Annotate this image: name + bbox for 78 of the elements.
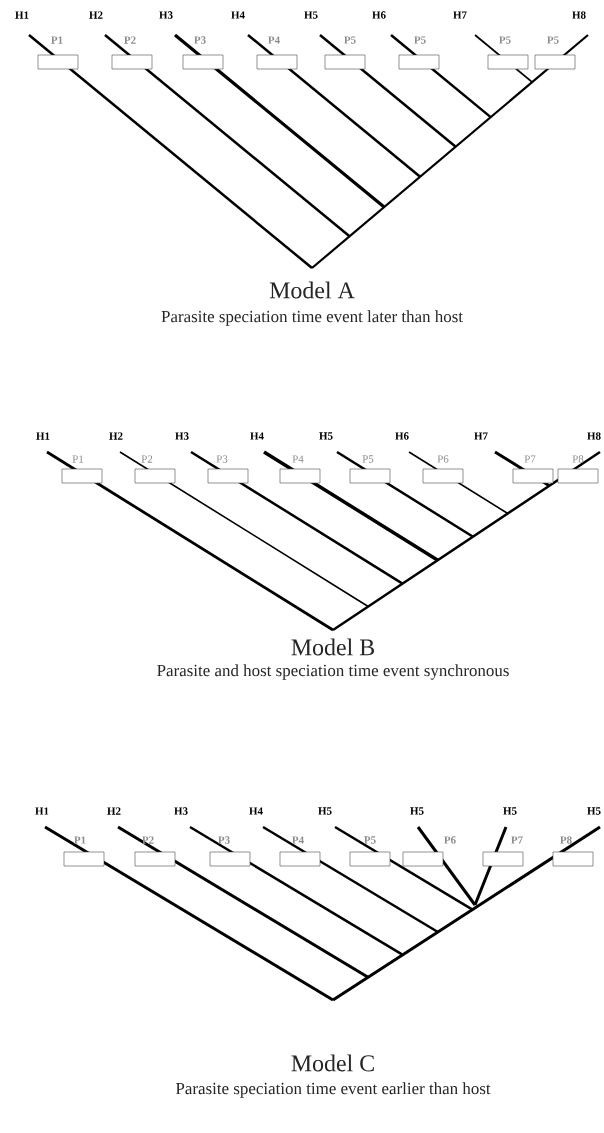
host-label: H5: [304, 11, 318, 19]
node-label: P1: [51, 36, 63, 44]
parasite-box: P5: [324, 36, 366, 70]
model-caption: Parasite speciation time event later than host: [161, 310, 463, 326]
parasite-box: P3: [207, 455, 249, 484]
parasite-box: P5: [534, 36, 576, 70]
parasite-box: P5: [487, 36, 529, 70]
host-label: H6: [372, 11, 386, 19]
host-label: H4: [231, 11, 245, 19]
model-title: Model C: [291, 1054, 374, 1072]
model-caption: Parasite speciation time event earlier than host: [175, 1082, 491, 1098]
parasite-box: P5: [349, 455, 391, 484]
host-label: H2: [109, 432, 123, 440]
parasite-box: P3: [209, 836, 251, 867]
host-label: H5: [503, 807, 517, 815]
parasite-box: P4: [279, 836, 321, 867]
node-label: P8: [560, 836, 572, 844]
parasite-box: P7: [512, 455, 554, 484]
parasite-box: P4: [279, 455, 321, 484]
parasite-box: P4: [256, 36, 298, 70]
parasite-box: P1: [37, 36, 79, 70]
node-label: P5: [344, 36, 356, 44]
node-label: P5: [499, 36, 511, 44]
host-label: H5: [319, 432, 333, 440]
host-label: H5: [318, 807, 332, 815]
node-label: P5: [547, 36, 559, 44]
node-label: P3: [216, 455, 228, 463]
parasite-box: P5: [349, 836, 391, 867]
node-label: P2: [124, 36, 136, 44]
node-label: P7: [524, 455, 536, 463]
host-label: H7: [453, 11, 467, 19]
node-label: P6: [437, 455, 449, 463]
parasite-box: P7: [482, 836, 524, 867]
node-label: P4: [268, 36, 280, 44]
node-label: P1: [72, 455, 84, 463]
host-label: H1: [15, 11, 29, 19]
parasite-box: P3: [182, 36, 224, 70]
parasite-box: P8: [557, 455, 599, 484]
node-label: P4: [292, 455, 304, 463]
host-label: H6: [395, 432, 409, 440]
node-label: P3: [194, 36, 206, 44]
model-caption: Parasite and host speciation time event synchronous: [157, 664, 509, 680]
parasite-box: P1: [61, 455, 103, 484]
model-title: Model A: [269, 281, 355, 299]
node-label: P1: [74, 836, 86, 844]
node-label: P4: [292, 836, 304, 844]
parasite-box: P6: [402, 836, 456, 867]
host-label: H4: [249, 807, 263, 815]
node-label: P5: [362, 455, 374, 463]
node-label: P7: [511, 836, 523, 844]
host-label: H5: [410, 807, 424, 815]
model-title: Model B: [291, 638, 374, 656]
host-label: H3: [174, 807, 188, 815]
host-label: H3: [159, 11, 173, 19]
node-label: P6: [444, 836, 456, 844]
parasite-box: P5: [398, 36, 440, 70]
parasite-box: P2: [111, 36, 153, 70]
parasite-box: P6: [422, 455, 464, 484]
host-label: H3: [175, 432, 189, 440]
host-label: H1: [35, 807, 49, 815]
node-label: P2: [141, 455, 153, 463]
host-label: H4: [250, 432, 264, 440]
parasite-box: P8: [552, 836, 594, 867]
node-label: P3: [218, 836, 230, 844]
host-label: H1: [36, 432, 50, 440]
node-label: P2: [142, 836, 154, 844]
host-label: H5: [587, 807, 601, 815]
parasite-box: P1: [63, 836, 105, 867]
parasite-box: P2: [134, 836, 176, 867]
host-label: H2: [89, 11, 103, 19]
node-label: P5: [414, 36, 426, 44]
host-label: H8: [572, 11, 586, 19]
node-label: P5: [364, 836, 376, 844]
parasite-box: P2: [134, 455, 176, 484]
node-label: P8: [572, 455, 584, 463]
host-label: H2: [107, 807, 121, 815]
host-label: H7: [474, 432, 488, 440]
host-label: H8: [587, 432, 601, 440]
